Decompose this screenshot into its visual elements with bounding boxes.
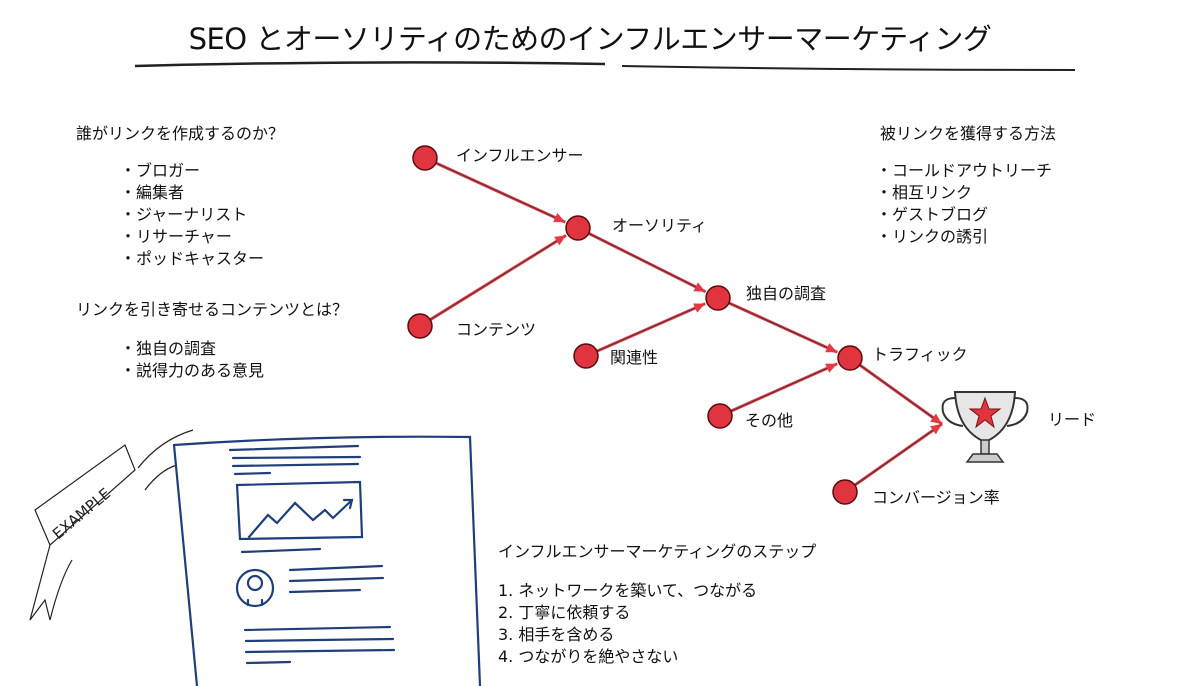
arrow-outline xyxy=(859,364,943,425)
list-item: 編集者 xyxy=(120,182,264,204)
link-content-list: 独自の調査 説得力のある意見 xyxy=(120,338,264,382)
arrowhead-icon xyxy=(553,213,566,223)
arrowhead-icon xyxy=(693,282,706,292)
node-relevance xyxy=(573,343,599,369)
page-title: SEO とオーソリティのためのインフルエンサーマーケティング xyxy=(188,22,992,56)
node-label-other: その他 xyxy=(745,411,794,430)
steps-list: 1. ネットワークを築いて、つながる 2. 丁寧に依頼する 3. 相手を含める … xyxy=(498,580,757,668)
node-label-content: コンテンツ xyxy=(456,320,537,339)
node-conversion xyxy=(832,479,858,505)
node-traffic xyxy=(837,345,863,371)
flow-nodes xyxy=(407,145,863,505)
arrow-outline xyxy=(596,303,706,352)
who-creates-links-heading: 誰がリンクを作成するのか？ xyxy=(76,124,285,143)
step-item: 2. 丁寧に依頼する xyxy=(498,603,631,622)
list-item: 説得力のある意見 xyxy=(120,360,264,382)
arrow-outline xyxy=(588,233,706,293)
link-content-heading: リンクを引き寄せるコンテンツとは？ xyxy=(76,300,349,319)
arrowhead-icon xyxy=(930,424,942,435)
node-other xyxy=(707,403,733,429)
who-creates-links-list: ブロガー 編集者 ジャーナリスト リサーチャー ポッドキャスター xyxy=(120,160,264,270)
title-underline-right xyxy=(621,65,1076,71)
list-item: ブロガー xyxy=(120,160,264,182)
node-label-research: 独自の調査 xyxy=(746,284,827,303)
list-item: リサーチャー xyxy=(120,226,264,248)
arrow-outline xyxy=(429,235,567,321)
node-research xyxy=(705,285,731,311)
arrowhead-icon xyxy=(825,363,838,373)
arrowhead-icon xyxy=(825,343,838,353)
list-item: 独自の調査 xyxy=(120,338,264,360)
node-label-conversion: コンバージョン率 xyxy=(872,488,1000,507)
arrow-outline xyxy=(435,162,566,223)
step-item: 4. つながりを絶やさない xyxy=(498,647,679,666)
list-item: 相互リンク xyxy=(876,182,1052,204)
list-item: リンクの誘引 xyxy=(876,226,1052,248)
backlink-methods-list: コールドアウトリーチ 相互リンク ゲストブログ リンクの誘引 xyxy=(876,160,1052,248)
node-label-relevance: 関連性 xyxy=(610,348,659,367)
list-item: ゲストブログ xyxy=(876,204,1052,226)
example-document-sketch xyxy=(172,435,482,686)
node-label-lead: リード xyxy=(1048,410,1097,429)
node-influencer xyxy=(412,145,438,171)
node-content xyxy=(407,313,433,339)
list-item: ポッドキャスター xyxy=(120,248,264,270)
steps-heading: インフルエンサーマーケティングのステップ xyxy=(498,542,817,561)
flow-arrows xyxy=(429,161,943,487)
list-item: ジャーナリスト xyxy=(120,204,264,226)
list-item: コールドアウトリーチ xyxy=(876,160,1052,182)
node-label-traffic: トラフィック xyxy=(872,345,968,364)
step-item: 1. ネットワークを築いて、つながる xyxy=(498,581,758,600)
arrow-outline xyxy=(730,363,838,412)
arrow-outline xyxy=(854,423,943,486)
arrowhead-icon xyxy=(930,413,942,424)
trophy-icon xyxy=(941,391,1029,463)
arrowhead-icon xyxy=(554,235,567,246)
node-label-authority: オーソリティ xyxy=(612,216,708,235)
arrow-outline xyxy=(728,302,838,353)
node-label-influencer: インフルエンサー xyxy=(456,146,584,165)
step-item: 3. 相手を含める xyxy=(498,625,615,644)
example-banner: EXAMPLE xyxy=(29,429,194,621)
backlink-methods-heading: 被リンクを獲得する方法 xyxy=(880,124,1057,143)
title-underline-left xyxy=(134,61,606,68)
arrowhead-icon xyxy=(693,303,706,313)
star-icon xyxy=(968,396,1002,429)
node-authority xyxy=(565,215,591,241)
